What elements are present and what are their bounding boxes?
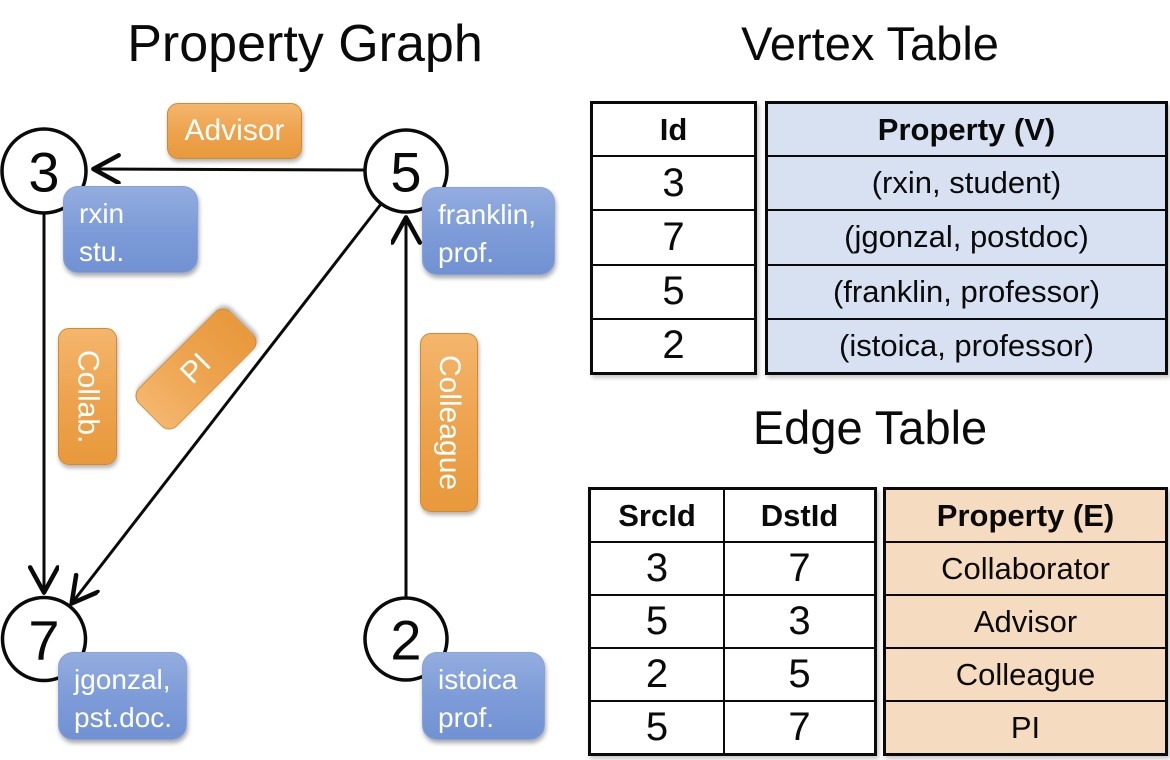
- node-property-line: jgonzal,: [74, 664, 171, 695]
- node-property-box-3: rxin stu.: [63, 186, 198, 273]
- edge-src-cell: 3: [591, 541, 723, 594]
- edge-property-cell: PI: [886, 700, 1165, 753]
- vertex-table-id-column: Id 3 7 5 2: [590, 101, 757, 375]
- node-property-line: prof.: [438, 701, 495, 733]
- property-graph-title: Property Graph: [127, 15, 483, 73]
- vertex-property-cell: (istoica, professor): [768, 317, 1165, 372]
- edge-dstid-header: DstId: [723, 490, 874, 541]
- node-property-line: franklin,: [438, 199, 537, 230]
- node-property-line: rxin: [79, 198, 125, 229]
- vertex-table-property-column: Property (V) (rxin, student) (jgonzal, p…: [765, 101, 1168, 375]
- edge-srcid-header: SrcId: [618, 497, 696, 533]
- vertex-table-title: Vertex Table: [741, 17, 999, 70]
- edge-src-cell: 5: [591, 594, 723, 647]
- edge-dst-cell: 5: [723, 647, 874, 700]
- edge-property-header: Property (E): [936, 497, 1115, 533]
- graph-node-id-5: 5: [390, 141, 421, 204]
- edge-src-cell: 2: [591, 647, 723, 700]
- edge-dst-cell: 3: [723, 594, 874, 647]
- edge-property-cell: Collaborator: [886, 541, 1165, 594]
- edge-table-title: Edge Table: [752, 401, 988, 454]
- edge-label-colleague: Colleague: [420, 333, 478, 512]
- vertex-id-cell: 2: [593, 317, 754, 372]
- node-property-line: pst.doc.: [74, 701, 173, 733]
- vertex-property-cell: (franklin, professor): [768, 263, 1165, 318]
- edge-property-cell: Advisor: [886, 594, 1165, 647]
- edge-pi-arrow: [72, 203, 383, 603]
- node-property-line: istoica: [438, 664, 518, 695]
- edge-src-cell: 5: [591, 700, 723, 753]
- vertex-property-header: Property (V): [877, 111, 1056, 147]
- node-property-box-5: franklin, prof.: [422, 187, 555, 275]
- edge-label-collab: Collab.: [58, 328, 117, 465]
- edge-label-advisor: Advisor: [167, 103, 302, 159]
- edge-table-id-columns: SrcId DstId 3 7 5 3 2 5 5 7: [588, 487, 877, 756]
- edge-advisor-arrow: [94, 169, 365, 170]
- vertex-property-cell: (rxin, student): [768, 155, 1165, 209]
- edge-table-property-column: Property (E) Collaborator Advisor Collea…: [883, 487, 1168, 756]
- graph-node-id-7: 7: [28, 609, 59, 672]
- node-property-line: prof.: [438, 236, 495, 268]
- edge-dst-cell: 7: [723, 700, 874, 753]
- vertex-id-cell: 7: [593, 209, 754, 263]
- graph-node-id-3: 3: [28, 141, 59, 204]
- vertex-id-cell: 5: [593, 263, 754, 318]
- edge-property-cell: Colleague: [886, 647, 1165, 700]
- node-property-box-7: jgonzal, pst.doc.: [58, 652, 187, 740]
- edge-dst-cell: 7: [723, 541, 874, 594]
- vertex-id-header: Id: [659, 111, 688, 147]
- node-property-line: stu.: [79, 235, 125, 267]
- vertex-property-cell: (jgonzal, postdoc): [768, 209, 1165, 263]
- vertex-id-cell: 3: [593, 155, 754, 209]
- graph-node-id-2: 2: [390, 609, 421, 672]
- node-property-box-2: istoica prof.: [422, 652, 545, 740]
